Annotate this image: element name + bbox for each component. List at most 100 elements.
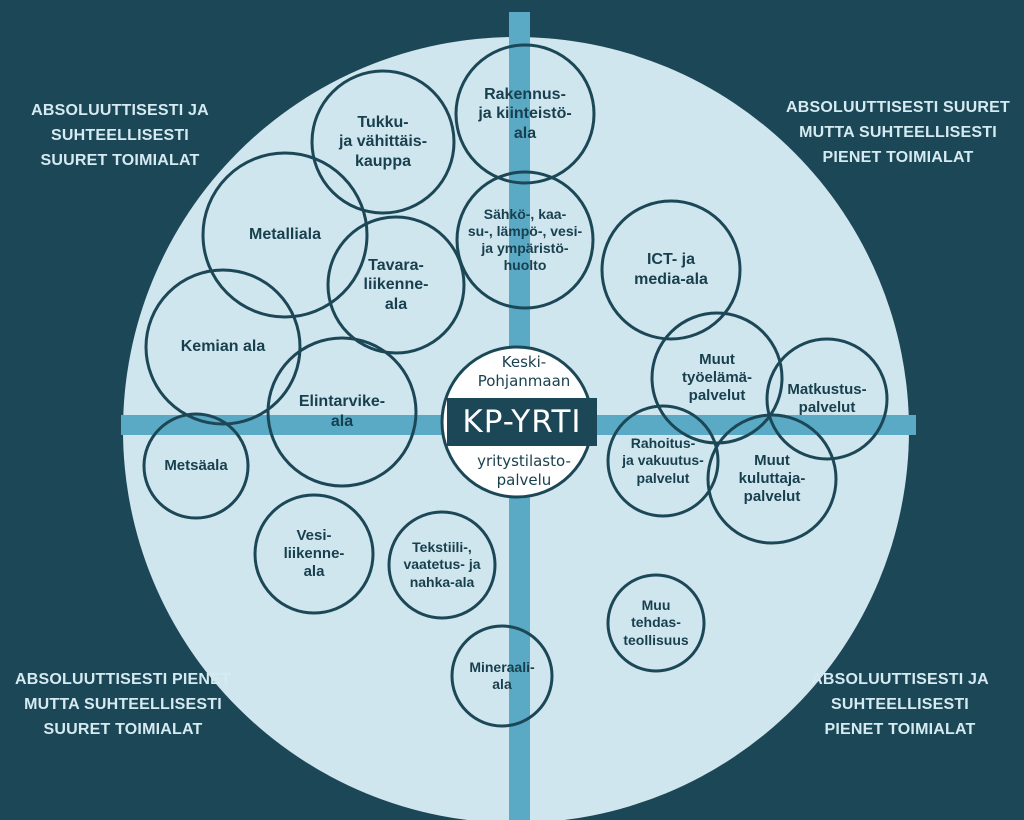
industry-label-tavara: Tavara-liikenne-ala (328, 217, 464, 353)
industry-label-line: ala (492, 676, 512, 692)
quadrant-label-line: MUTTA SUHTEELLISESTI (24, 696, 222, 713)
center-caption-bottom: yritystilasto- palvelu (440, 452, 608, 490)
industry-label-line: ja ympäristö- (481, 240, 569, 256)
industry-circle-matkustus (765, 337, 889, 461)
industry-circle-rahoitus (606, 404, 720, 518)
industry-label-line: Muu (641, 597, 671, 614)
center-caption-line: Pohjanmaan (477, 372, 571, 390)
quadrant-label-line: ABSOLUUTTISESTI PIENET (15, 671, 231, 688)
industry-label-line: ICT- ja (646, 251, 695, 269)
industry-label-line: palvelut (688, 387, 746, 405)
industry-label-rakennus: Rakennus-ja kiinteistö-ala (456, 45, 594, 183)
industry-label-tukku: Tukku-ja vähittäis-kauppa (312, 71, 454, 213)
quadrant-label-line: PIENET TOIMIALAT (822, 149, 974, 166)
industry-label-line: kuluttaja- (738, 469, 806, 487)
quadrant-label-line: MUTTA SUHTEELLISESTI (799, 124, 997, 141)
industry-circle-ict (600, 199, 742, 341)
quadrant-label-line: SUURET TOIMIALAT (43, 721, 203, 738)
industry-label-line: työelämä- (681, 368, 753, 386)
quadrant-label-line: SUHTEELLISESTI (51, 127, 189, 144)
quadrant-label-bottom-left: ABSOLUUTTISESTI PIENET MUTTA SUHTEELLISE… (0, 667, 246, 742)
kp-yrti-logo: KP-YRTI (447, 398, 597, 446)
industry-label-line: Rakennus- (484, 85, 566, 103)
industry-label-vesi: Vesi-liikenne-ala (255, 495, 373, 613)
industry-label-line: ala (384, 295, 408, 313)
industry-label-metsa: Metsäala (144, 414, 248, 518)
industry-label-line: ja kiinteistö- (478, 105, 572, 123)
industry-circle-metsa (142, 412, 250, 520)
industry-label-line: Muut (699, 350, 735, 368)
industry-label-line: ja vakuutus- (622, 452, 704, 469)
industry-label-rahoitus: Rahoitus-ja vakuutus-palvelut (608, 406, 718, 516)
industry-label-line: palvelut (636, 469, 690, 486)
industry-label-line: Metsäala (164, 456, 228, 474)
quadrant-label-line: SUURET TOIMIALAT (40, 152, 200, 169)
industry-label-line: Rahoitus- (630, 435, 696, 452)
industry-circle-tekstiili (387, 510, 497, 620)
industry-label-line: palvelut (798, 399, 856, 416)
industry-circle-sahko (455, 170, 595, 310)
industry-label-matkustus: Matkustus-palvelut (767, 339, 887, 459)
industry-label-line: palvelut (743, 488, 801, 506)
industry-circle-muu-tehdas (606, 573, 706, 673)
industry-label-line: ala (303, 563, 325, 581)
industry-label-metalli: Metalliala (203, 153, 367, 317)
industry-label-line: kauppa (354, 152, 411, 170)
industry-label-line: Tekstiili-, (412, 539, 472, 556)
industry-label-kemian: Kemian ala (146, 270, 300, 424)
industry-label-line: Mineraali- (469, 658, 535, 675)
industry-circle-elintarvike (266, 336, 418, 488)
industry-label-line: Vesi- (296, 526, 332, 544)
industry-circle-rakennus (454, 43, 596, 185)
quadrant-label-line: PIENET TOIMIALAT (824, 721, 976, 738)
industry-label-elintarvike: Elintarvike-ala (268, 338, 416, 486)
industry-circle-tavara (326, 215, 466, 355)
industry-label-line: teollisuus (623, 631, 689, 648)
industry-circle-vesi (253, 493, 375, 615)
quadrant-label-line: ABSOLUUTTISESTI JA (811, 671, 989, 688)
center-caption-line: palvelu (496, 471, 552, 489)
industry-circle-metalli (201, 151, 369, 319)
industry-label-line: vaatetus- ja (403, 556, 481, 573)
quadrant-label-top-right: ABSOLUUTTISESTI SUURET MUTTA SUHTEELLISE… (770, 95, 1024, 170)
industry-label-line: liikenne- (363, 276, 429, 294)
industry-label-line: Matkustus- (787, 380, 867, 398)
industry-label-line: su-, lämpö-, vesi- (467, 222, 583, 239)
industry-label-line: huolto (503, 257, 547, 274)
industry-label-line: Sähkö-, kaa- (483, 205, 567, 222)
industry-label-line: Elintarvike- (298, 393, 386, 411)
industry-circle-tukku (310, 69, 456, 215)
industry-circle-kemian (144, 268, 302, 426)
industry-label-line: ala (513, 124, 537, 142)
industry-label-mineraali: Mineraali-ala (452, 626, 552, 726)
industry-circle-mineraali (450, 624, 554, 728)
quadrant-label-top-left: ABSOLUUTTISESTI JA SUHTEELLISESTI SUURET… (10, 98, 230, 173)
quadrant-label-line: ABSOLUUTTISESTI JA (31, 102, 209, 119)
center-caption-line: Keski- (501, 353, 547, 371)
quadrant-label-line: SUHTEELLISESTI (831, 696, 969, 713)
center-caption-line: yritystilasto- (477, 452, 571, 470)
quadrant-label-line: ABSOLUUTTISESTI SUURET (786, 99, 1010, 116)
industry-label-line: nahka-ala (409, 573, 475, 590)
industry-label-line: media-ala (634, 271, 708, 288)
industry-circle-muut-tyoelama (650, 311, 784, 445)
industry-label-line: ja vähittäis- (338, 133, 428, 151)
industry-label-line: ala (330, 413, 354, 430)
industry-circle-kuluttaja (706, 413, 838, 545)
industry-label-sahko: Sähkö-, kaa-su-, lämpö-, vesi-ja ympäris… (457, 172, 593, 308)
industry-label-line: Metalliala (248, 226, 322, 244)
industry-circles (142, 43, 889, 728)
industry-label-line: Tavara- (368, 256, 424, 274)
quadrant-label-bottom-right: ABSOLUUTTISESTI JA SUHTEELLISESTI PIENET… (790, 667, 1010, 742)
center-caption-top: Keski- Pohjanmaan (440, 353, 608, 391)
industry-label-line: liikenne- (283, 544, 345, 562)
industry-label-ict: ICT- ja media-ala (602, 201, 740, 339)
industry-label-line: Kemian ala (180, 338, 266, 356)
industry-label-line: tehdas- (631, 614, 681, 631)
industry-label-line: Tukku- (357, 113, 409, 131)
industry-label-line: Muut (754, 451, 790, 469)
